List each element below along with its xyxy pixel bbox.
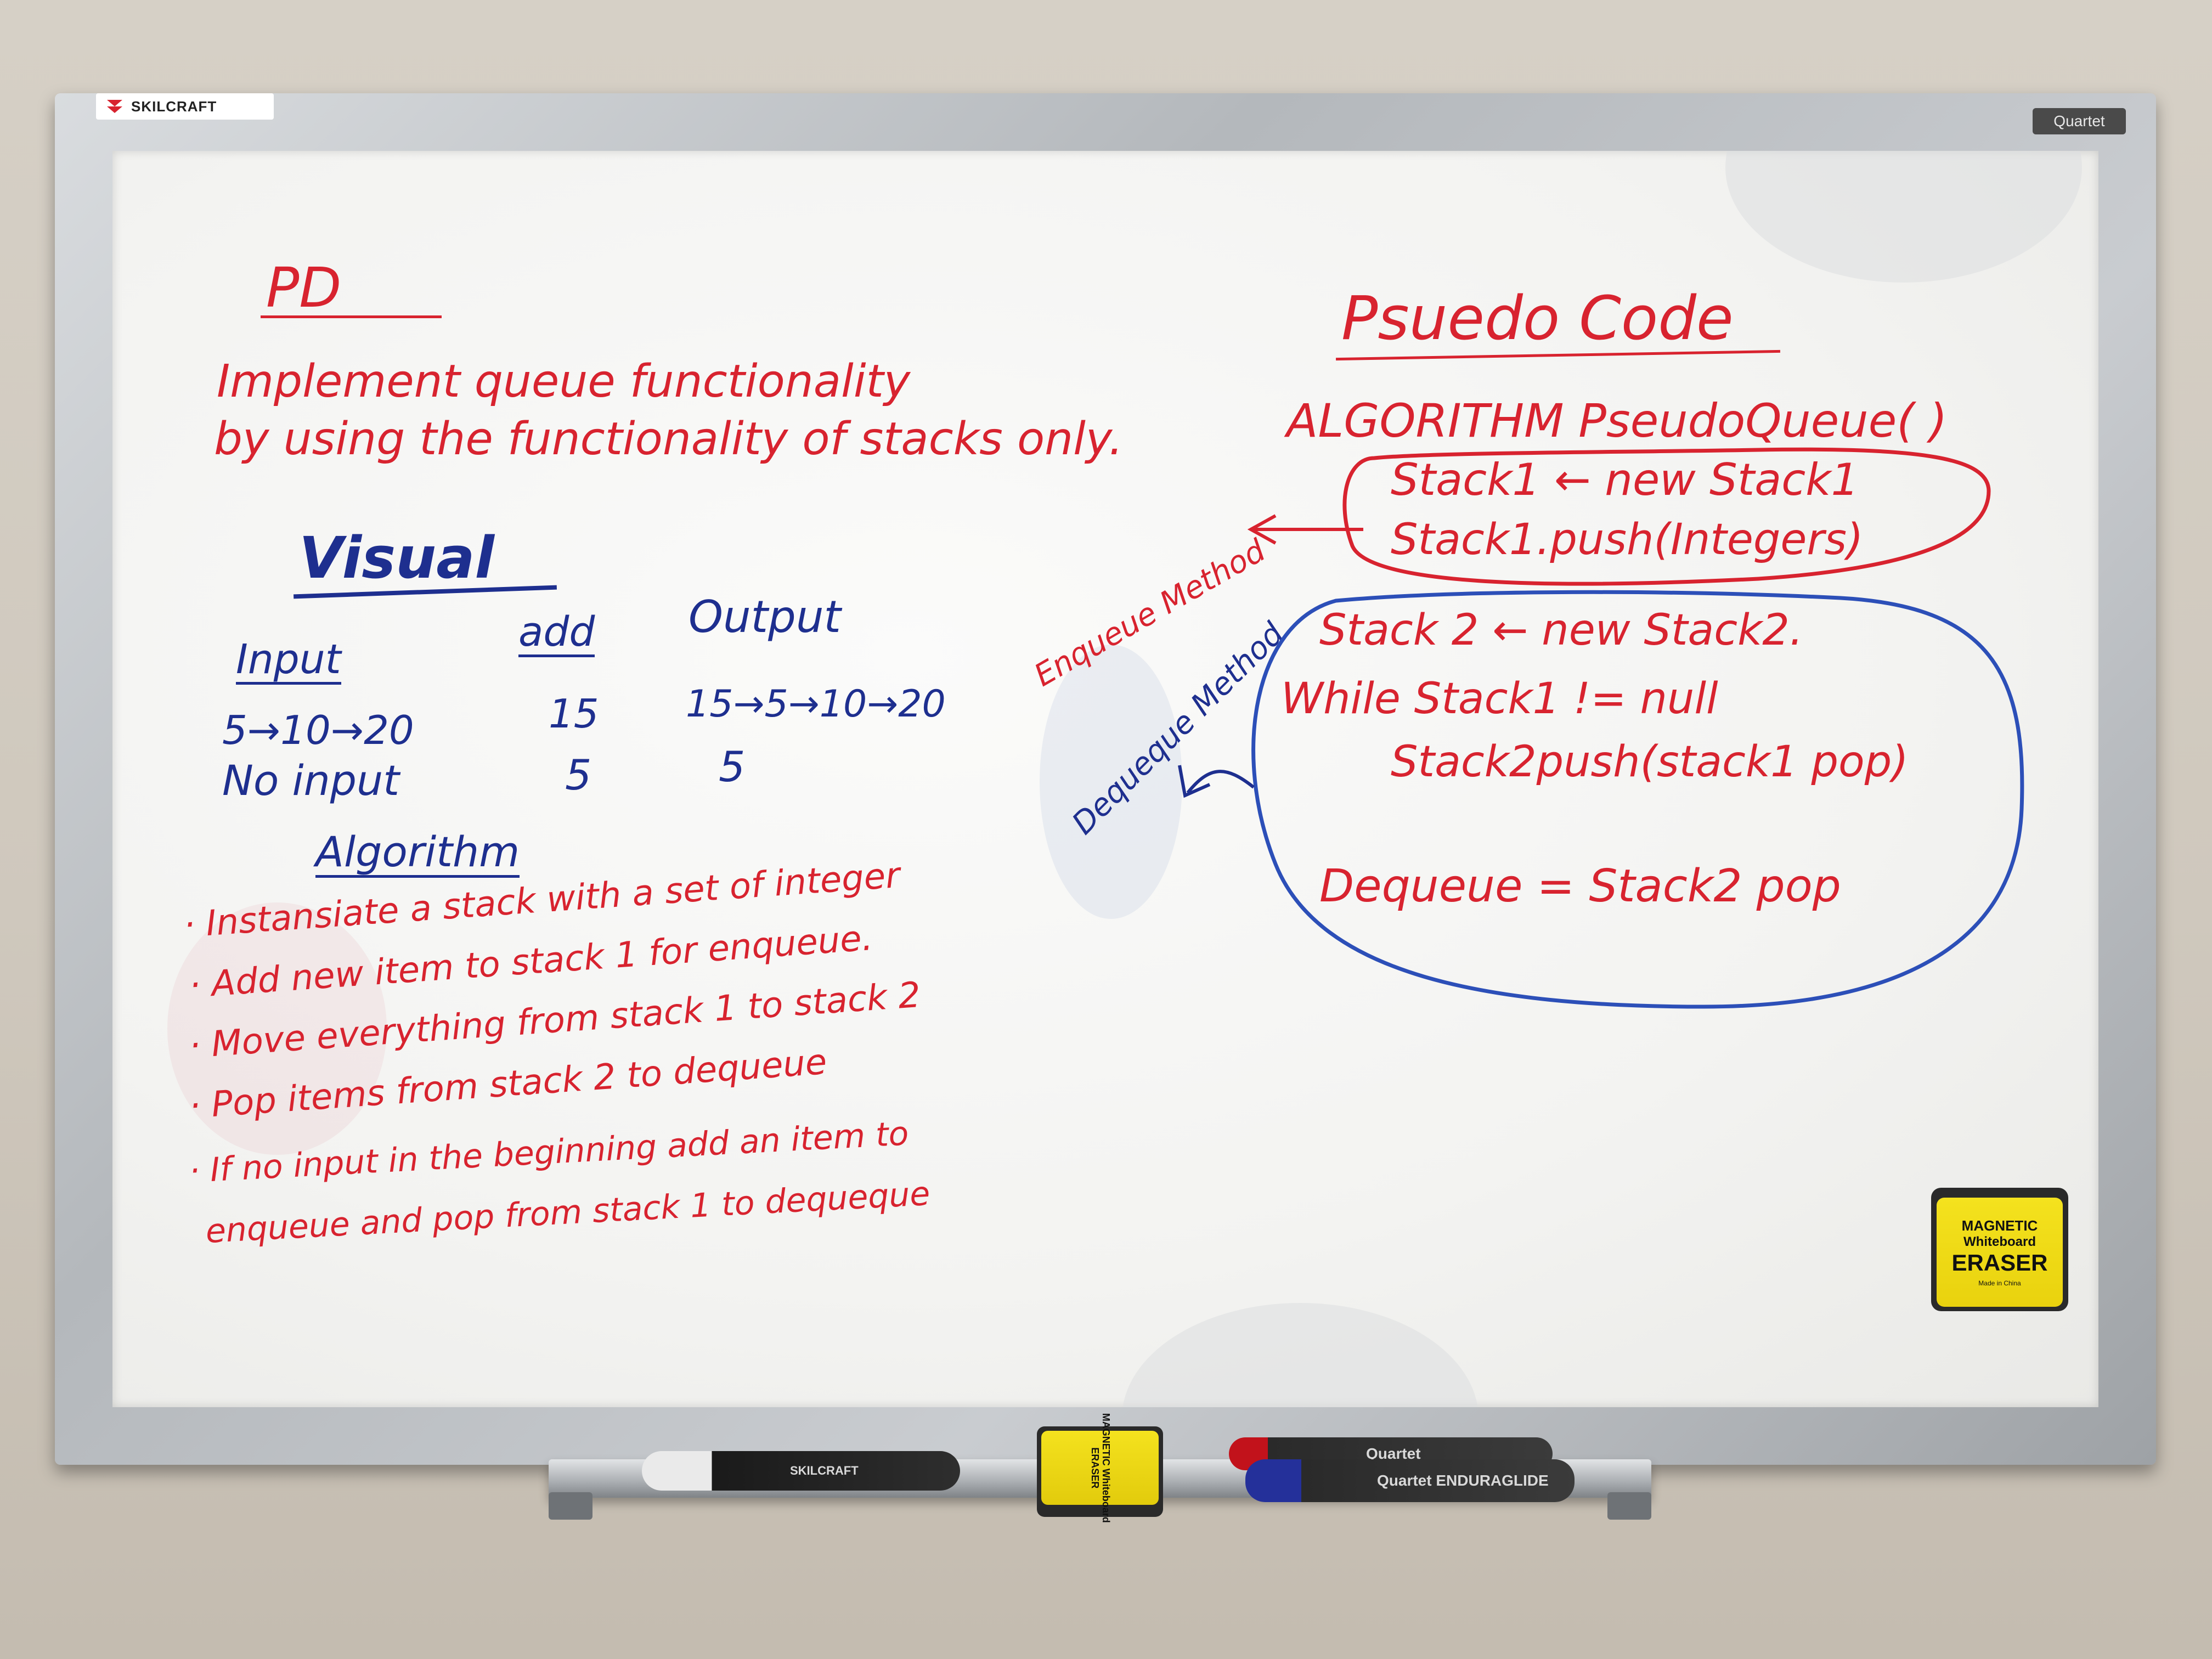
algorithm-heading: Algorithm (315, 831, 520, 878)
eraser-text-origin: Made in China (1978, 1279, 2021, 1287)
brand-right-text: Quartet (2053, 112, 2105, 129)
header-input: Input (236, 639, 341, 685)
header-output: Output (689, 591, 841, 642)
dequeue-line-2: While Stack1 != null (1281, 674, 1718, 724)
row2-add: 5 (565, 751, 592, 799)
pd-title: PD (266, 256, 342, 320)
tray-end-left (549, 1492, 592, 1520)
tray-eraser[interactable]: MAGNETIC Whiteboard ERASER (1037, 1413, 1163, 1523)
brand-left-text: SKILCRAFT (131, 98, 217, 115)
black-marker-label: SKILCRAFT (790, 1464, 859, 1477)
board-eraser-face: MAGNETIC Whiteboard ERASER Made in China (1937, 1198, 2063, 1307)
enqueue-line-1: Stack1 ← new Stack1 (1391, 454, 1859, 505)
dequeue-arrow (1186, 770, 1255, 794)
dequeue-arrow-head (1178, 765, 1211, 798)
blue-marker[interactable]: Quartet ENDURAGLIDE (1245, 1459, 1575, 1502)
visual-heading: Visual (299, 524, 495, 591)
pseudocode-title: Psuedo Code (1341, 283, 1734, 353)
brand-plate-right: Quartet (2033, 108, 2126, 134)
whiteboard-frame: SKILCRAFT Quartet PD Implement queue fun… (55, 93, 2156, 1465)
task-line-2: by using the functionality of stacks onl… (214, 413, 1124, 465)
algorithm-step: enqueue and pop from stack 1 to dequeque (205, 1174, 931, 1251)
red-smudge (167, 902, 387, 1155)
enqueue-line-2: Stack1.push(Integers) (1391, 515, 1864, 565)
glare-bottom (1122, 1303, 1479, 1407)
brand-plate-left: SKILCRAFT (96, 93, 274, 120)
dequeue-line-3: Stack2push(stack1 pop) (1391, 737, 1909, 787)
task-line-1: Implement queue functionality (217, 356, 911, 408)
whiteboard-surface: PD Implement queue functionality by usin… (112, 151, 2098, 1407)
red-marker-label: Quartet (1366, 1445, 1421, 1462)
blue-marker-label: Quartet ENDURAGLIDE (1377, 1472, 1549, 1489)
row2-output: 5 (719, 742, 746, 791)
tray-eraser-label: MAGNETIC Whiteboard ERASER (1090, 1413, 1111, 1523)
dequeue-line-1: Stack 2 ← new Stack2. (1319, 606, 1803, 655)
tray-eraser-face: MAGNETIC Whiteboard ERASER (1041, 1413, 1159, 1523)
eraser-text-eraser: ERASER (1951, 1250, 2048, 1276)
algorithm-name: ALGORITHM PseudoQueue( ) (1286, 394, 1948, 448)
eraser-text-whiteboard: Whiteboard (1963, 1234, 2036, 1249)
board-eraser[interactable]: MAGNETIC Whiteboard ERASER Made in China (1931, 1188, 2068, 1311)
row1-output: 15→5→10→20 (686, 682, 946, 726)
tray-end-right (1607, 1492, 1651, 1520)
row1-add: 15 (549, 691, 599, 737)
glare-top (1725, 151, 2082, 283)
blue-smudge (1040, 645, 1182, 919)
black-marker[interactable]: SKILCRAFT (642, 1451, 960, 1491)
row2-input: No input (222, 756, 399, 805)
skilcraft-logo-icon (107, 100, 122, 113)
row1-input: 5→10→20 (222, 707, 414, 753)
header-add: add (518, 612, 595, 657)
dequeue-line-4: Dequeue = Stack2 pop (1319, 860, 1841, 912)
eraser-text-magnetic: MAGNETIC (1961, 1217, 2038, 1234)
pd-underline (261, 315, 442, 318)
